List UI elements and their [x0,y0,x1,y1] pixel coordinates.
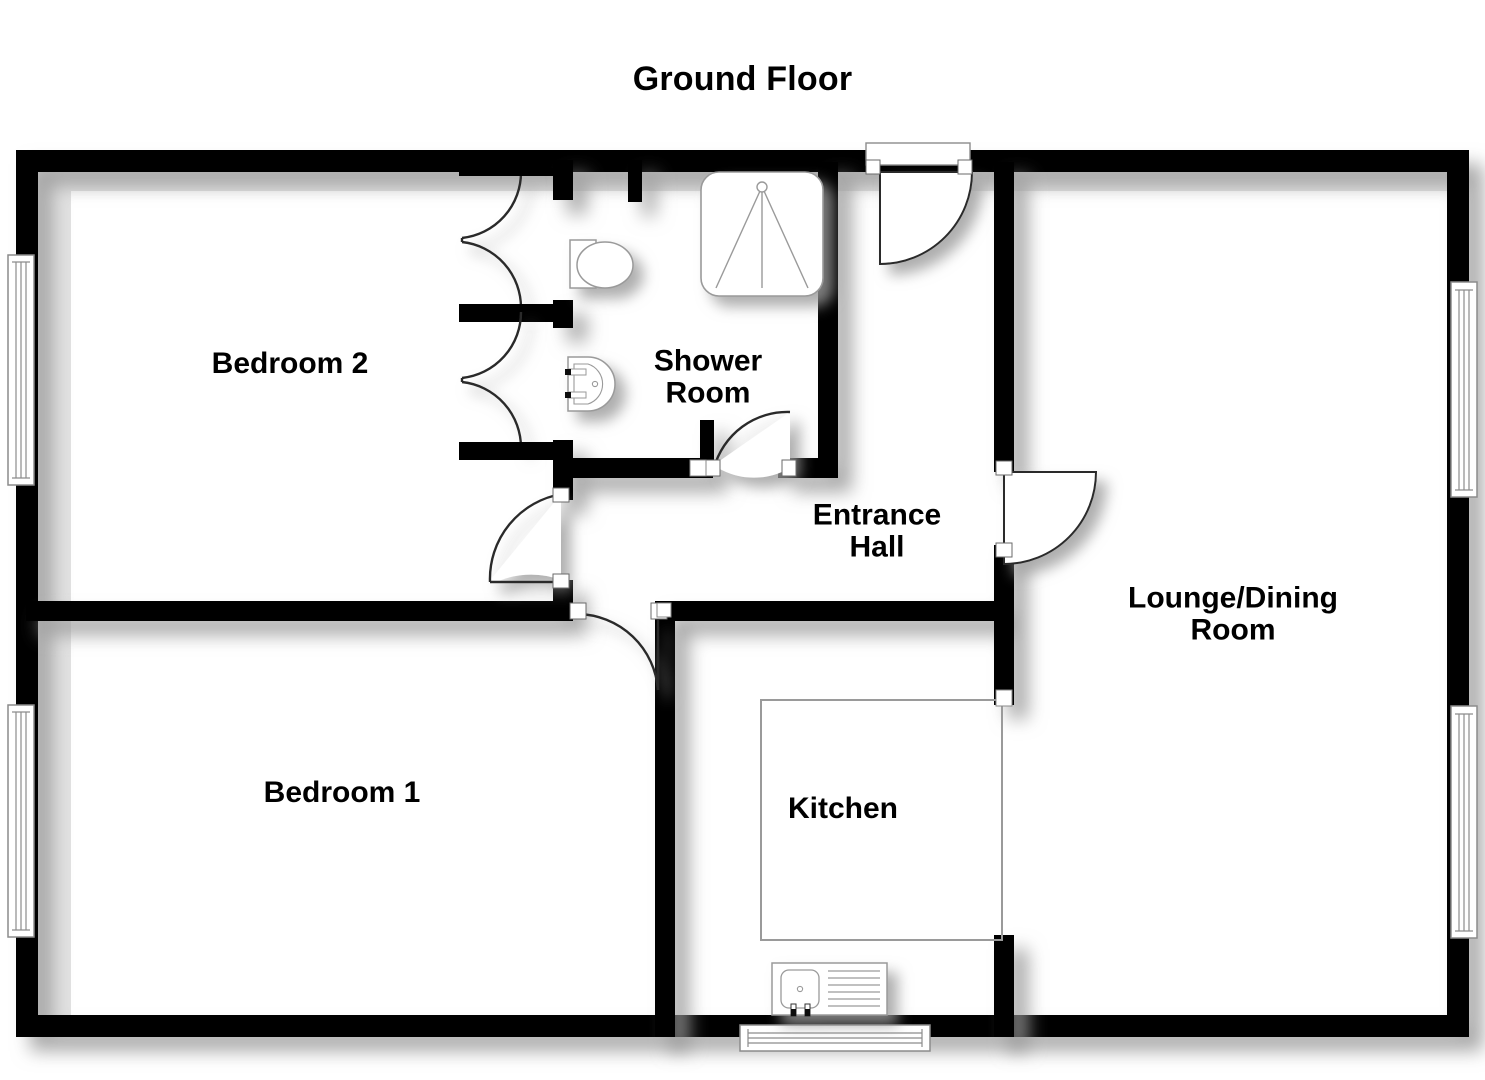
lounge-door [1003,471,1098,566]
bedroom1-door [577,612,660,691]
shower-tray [700,171,824,297]
window-right-upper [1450,281,1478,498]
cupboard-doors-lower [460,311,523,450]
door-jamb-markers [656,459,1013,707]
shower-room-door [712,410,791,478]
window-right-lower [1450,705,1478,939]
page-title: Ground Floor [632,60,853,98]
window-kitchen-bottom [739,1024,931,1052]
window-left-lower [7,704,35,938]
fixtures-group [565,171,1003,1017]
kitchen-counter [760,699,1003,941]
window-left-upper [7,254,35,486]
cupboard-doors-upper [460,171,523,310]
wash-basin [565,356,616,412]
doors-group [459,142,1098,691]
toilet [569,239,634,289]
bedroom2-door [488,492,563,584]
front-door [865,142,974,266]
windows-group [7,254,1478,1052]
kitchen-sink [771,962,888,1017]
